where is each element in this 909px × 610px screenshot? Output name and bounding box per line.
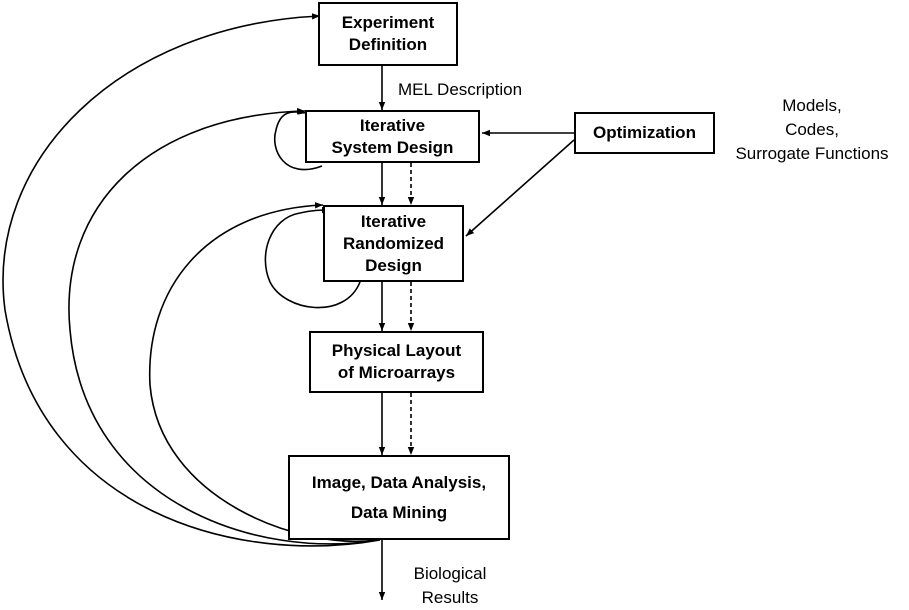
label-line: Results	[421, 588, 479, 607]
label-text: MEL Description	[398, 80, 523, 99]
feedback-to-system-design	[68, 108, 379, 545]
box-line: Design	[365, 255, 422, 275]
box-line: Definition	[348, 35, 428, 54]
iterative-randomized-design-box: Iterative Randomized Design	[323, 205, 464, 282]
optimization-inputs-label: Models, Codes, Surrogate Functions	[721, 94, 903, 166]
label-line: Codes,	[785, 120, 839, 139]
box-line: Data Mining	[350, 502, 448, 522]
physical-layout-box: Physical Layout of Microarrays	[309, 331, 484, 393]
opt-to-random-arrow	[465, 139, 575, 237]
randomized-design-self-loop	[264, 206, 361, 309]
box-line: Experiment	[341, 13, 435, 32]
box-line: Optimization	[593, 123, 696, 142]
box-line: Randomized	[342, 233, 445, 253]
box-line: Physical Layout	[331, 341, 462, 360]
iterative-system-design-box: Iterative System Design	[305, 110, 480, 163]
experiment-definition-box: Experiment Definition	[318, 2, 458, 66]
box-line: Iterative	[360, 211, 427, 231]
label-line: Models,	[782, 96, 842, 115]
label-line: Biological	[413, 564, 487, 583]
biological-results-label: Biological Results	[398, 562, 502, 610]
label-line: Surrogate Functions	[735, 144, 889, 163]
box-line: Image, Data Analysis,	[311, 472, 487, 492]
box-line: Iterative	[359, 115, 426, 135]
mel-description-label: MEL Description	[398, 78, 522, 102]
feedback-to-experiment-definition	[2, 13, 381, 547]
image-data-analysis-box: Image, Data Analysis, Data Mining	[288, 455, 510, 540]
box-line: System Design	[331, 137, 454, 157]
optimization-box: Optimization	[574, 112, 715, 154]
box-line: of Microarrays	[337, 363, 456, 382]
